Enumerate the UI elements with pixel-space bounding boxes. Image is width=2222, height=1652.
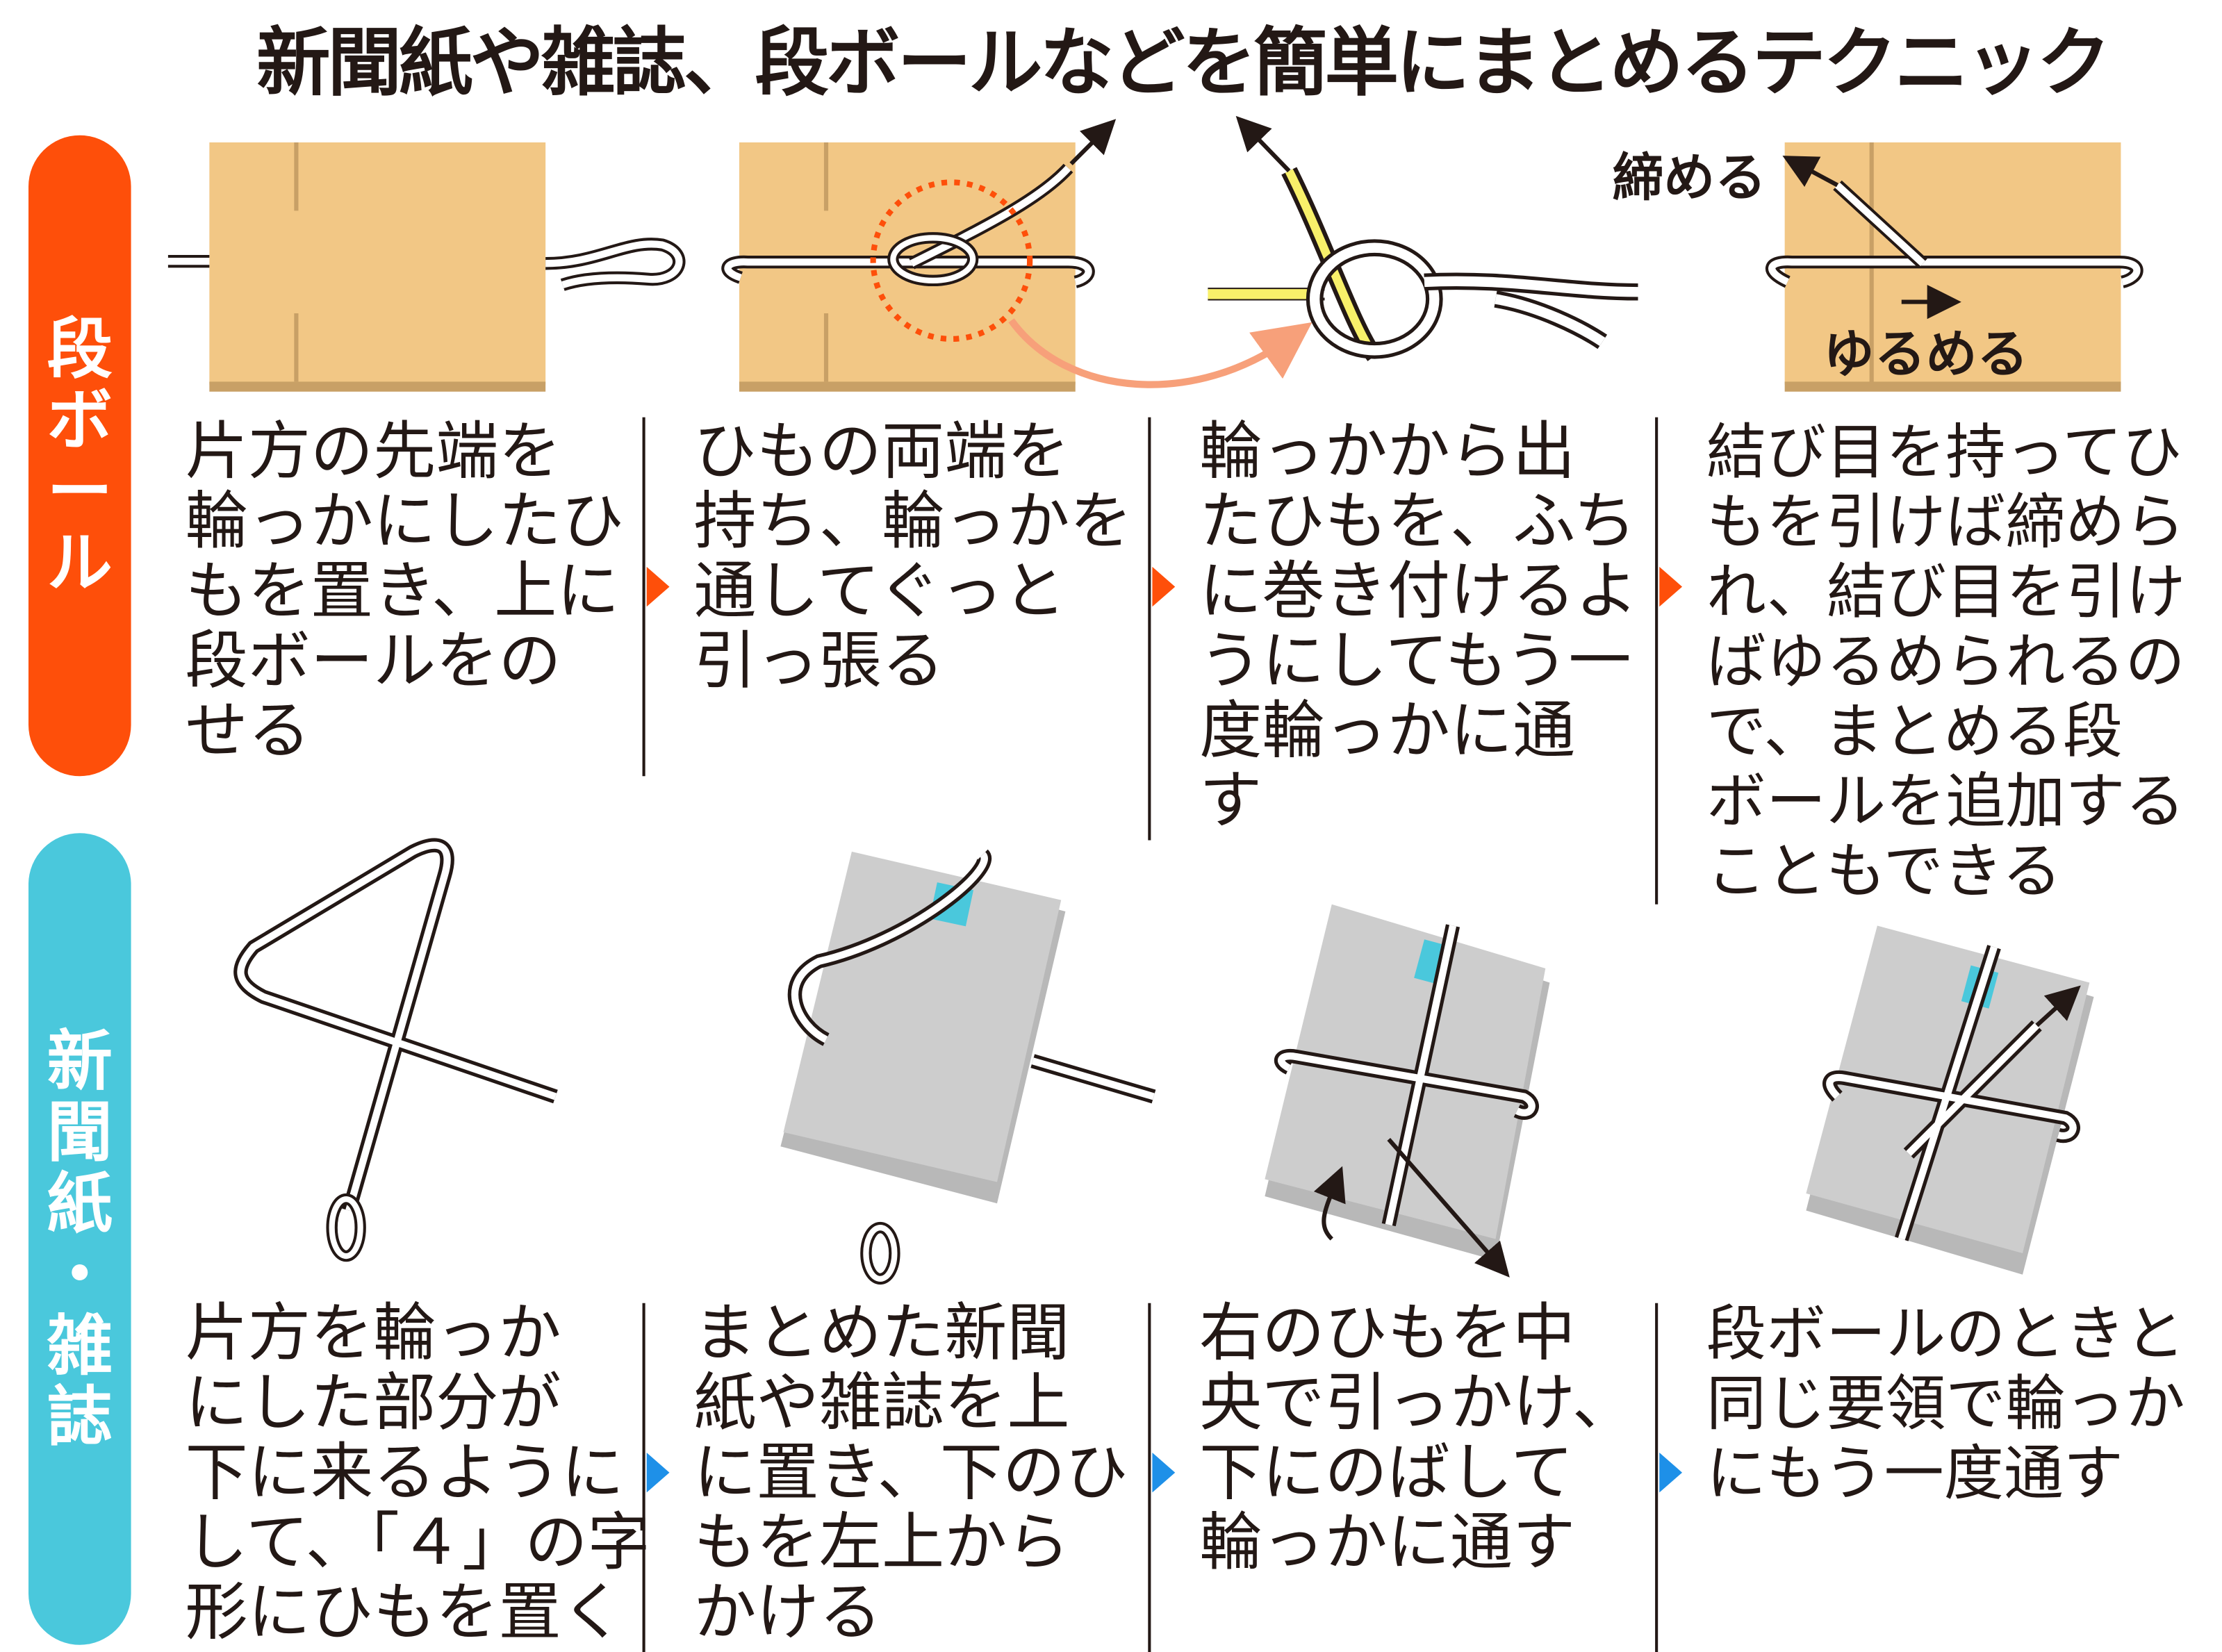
step-text-line: にした部分が	[185, 1367, 561, 1440]
section-label-newspaper: 新 聞 紙 ・ 雑 誌	[28, 833, 131, 1645]
divider	[1148, 1303, 1151, 1652]
label-char: 誌	[47, 1378, 113, 1456]
step-text-line: で、まとめる段	[1706, 696, 2123, 766]
divider	[1655, 417, 1659, 905]
cardboard-step-4: 結び目を持ってひもを引けば締められ、結び目を引けばゆるめられるので、まとめる段ボ…	[1706, 417, 2186, 906]
step-text-line: に置き、下のひ	[693, 1437, 1128, 1510]
step-text-line: せる	[185, 695, 311, 768]
newspaper-step-2: まとめた新聞紙や雑誌を上に置き、下のひもを左上からかける	[693, 1297, 1128, 1649]
step-text-line: れ、結び目を引け	[1706, 556, 2186, 627]
step-text-line: まとめた新聞	[693, 1297, 1070, 1371]
step-text-line: ばゆるめられるの	[1706, 627, 2185, 697]
next-step-arrow-icon	[646, 566, 670, 607]
label-char: 雑	[47, 1307, 113, 1385]
label-char: ・	[47, 1236, 113, 1314]
next-step-arrow-icon	[1152, 1453, 1176, 1493]
step-text-line: 輪っかから出	[1199, 415, 1576, 489]
step-text-line: 通してぐっと	[693, 555, 1067, 629]
step-text-line: 形にひもを置く	[185, 1576, 624, 1649]
step-text-line: 下に来るように	[185, 1437, 624, 1510]
step-text-line: 右のひもを中	[1199, 1297, 1576, 1371]
step-text-line: 段ボールのときと	[1706, 1298, 2185, 1369]
cardboard-step-1: 片方の先端を輪っかにしたひもを置き、上に段ボールをのせる	[185, 415, 624, 768]
newspaper-step-1: 片方を輪っかにした部分が下に来るようにして、「４」の字形にひもを置く	[185, 1297, 650, 1649]
step-text-line: 片方の先端を	[185, 415, 561, 489]
step-text-line: にもう一度通す	[1706, 1438, 2124, 1508]
label-char: 段	[47, 310, 113, 388]
loosen-label: ゆるめる	[1823, 326, 2029, 385]
divider	[642, 1303, 645, 1652]
newspaper-step-3: 右のひもを中央で引っかけ、下にのばして輪っかに通す	[1199, 1297, 1636, 1580]
step-text-line: 結び目を持ってひ	[1706, 417, 2182, 488]
label-char: 聞	[47, 1093, 113, 1171]
step-text-line: もを左上から	[693, 1506, 1070, 1580]
string-four-shape	[233, 838, 558, 1262]
cardboard-step-2: ひもの両端を持ち、輪っかを通してぐっと引っ張る	[693, 415, 1133, 698]
cardboard-box-2	[721, 119, 1312, 392]
newspaper-stack-3	[1265, 904, 1550, 1278]
step-text-line: 片方を輪っか	[185, 1297, 561, 1371]
step-text-line: す	[1199, 764, 1262, 838]
divider	[642, 417, 645, 777]
newspaper-stack-2	[780, 849, 1156, 1285]
label-char: ボ	[47, 381, 113, 459]
step-text-line: 段ボールをの	[185, 625, 561, 698]
step-text-line: 持ち、輪っかを	[693, 486, 1133, 559]
knot-detail	[1208, 115, 1638, 361]
label-char: 新	[47, 1022, 113, 1100]
step-text-line: ひもの両端を	[693, 415, 1070, 489]
step-text-line: に巻き付けるよ	[1199, 555, 1638, 629]
label-char: 紙	[47, 1164, 113, 1242]
tighten-label: 締める	[1612, 149, 1767, 208]
next-step-arrow-icon	[646, 1453, 670, 1493]
step-text-line: 央で引っかけ、	[1199, 1367, 1636, 1440]
cardboard-step-3: 輪っかから出たひもを、ふちに巻き付けるようにしてもう一度輪っかに通す	[1199, 415, 1638, 838]
next-step-arrow-icon	[1659, 566, 1683, 607]
divider	[1148, 417, 1151, 841]
page-title: 新聞紙や雑誌、段ボールなどを簡単にまとめるテクニック	[256, 21, 2111, 107]
step-text-line: 度輪っかに通	[1199, 695, 1576, 768]
section-label-cardboard: 段 ボ ー ル	[28, 135, 131, 777]
newspaper-step-4: 段ボールのときと同じ要領で輪っかにもう一度通す	[1706, 1298, 2185, 1508]
step-text-line: うにしてもう一	[1199, 625, 1631, 698]
divider	[1655, 1303, 1659, 1652]
step-text-line: 輪っかに通す	[1199, 1506, 1576, 1580]
newspaper-stack-4	[1806, 925, 2094, 1275]
next-step-arrow-icon	[1659, 1453, 1683, 1493]
step-text-line: して、「４」の字	[185, 1506, 650, 1580]
step-text-line: こともできる	[1706, 836, 2062, 906]
label-char: ル	[47, 524, 113, 602]
next-step-arrow-icon	[1152, 566, 1176, 607]
cardboard-box-4	[1766, 142, 2143, 392]
label-char: ー	[47, 452, 113, 530]
cardboard-box-1	[167, 142, 686, 392]
step-text-line: たひもを、ふち	[1199, 486, 1636, 559]
step-text-line: かける	[693, 1576, 882, 1649]
step-text-line: ボールを追加する	[1706, 766, 2185, 836]
step-text-line: もを置き、上に	[185, 555, 620, 629]
step-text-line: 紙や雑誌を上	[693, 1367, 1070, 1440]
step-text-line: もを引けば締めら	[1706, 487, 2185, 557]
step-text-line: 引っ張る	[693, 625, 945, 698]
step-text-line: 下にのばして	[1199, 1437, 1574, 1510]
step-text-line: 同じ要領で輪っか	[1706, 1369, 2185, 1439]
step-text-line: 輪っかにしたひ	[185, 486, 624, 559]
